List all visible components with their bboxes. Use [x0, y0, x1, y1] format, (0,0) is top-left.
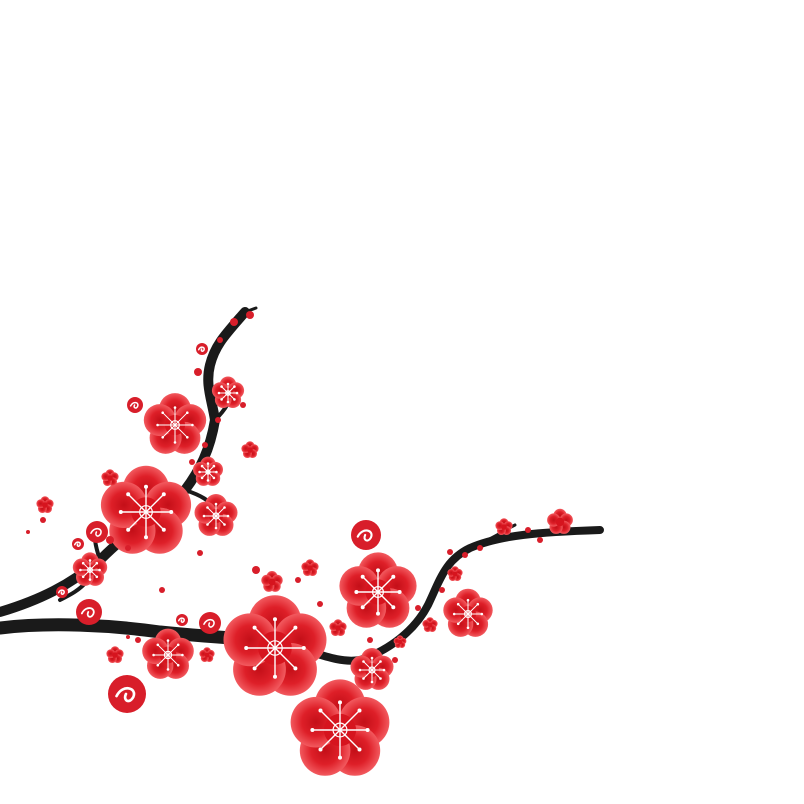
plum-blossom [443, 588, 493, 637]
plum-blossom [143, 393, 207, 454]
flower-bud [525, 527, 531, 533]
flower-bud [197, 550, 203, 556]
plum-blossom [290, 679, 390, 776]
flower-bud [392, 657, 398, 663]
flower-bud [215, 417, 221, 423]
flower-bud [477, 545, 483, 551]
flower-bud [126, 635, 130, 639]
plum-blossom [393, 635, 407, 648]
flower-bud [135, 637, 141, 643]
plum-blossom [547, 508, 573, 534]
swirl-bud [199, 612, 221, 634]
swirl-bud [72, 538, 84, 550]
swirl-bud [127, 397, 143, 413]
plum-blossom [194, 494, 238, 536]
flower-bud [462, 552, 468, 558]
flower-bud [246, 311, 254, 319]
plum-blossom [301, 559, 319, 576]
flower-bud [194, 368, 202, 376]
plum-blossom [142, 628, 194, 679]
swirl-bud [351, 520, 381, 550]
flower-bud [252, 566, 260, 574]
plum-blossom [100, 465, 192, 554]
plum-blossom [193, 456, 223, 486]
flower-bud [240, 402, 246, 408]
plum-blossom [106, 646, 124, 663]
blossoms [36, 376, 573, 776]
flower-bud [40, 517, 46, 523]
flower-bud [447, 549, 453, 555]
swirl-bud [108, 675, 146, 713]
flower-bud [26, 530, 30, 534]
plum-blossom [36, 496, 54, 513]
plum-blossom [422, 617, 438, 632]
flower-bud [537, 537, 543, 543]
flower-bud [415, 605, 421, 611]
trunk-base [0, 618, 269, 647]
flower-bud [106, 536, 114, 544]
plum-blossom [223, 595, 327, 696]
plum-blossom [447, 566, 463, 581]
twig-e [243, 306, 258, 314]
flower-bud [317, 601, 323, 607]
flower-bud [439, 587, 445, 593]
plum-blossom [495, 518, 513, 535]
flower-bud [295, 577, 301, 583]
swirl-bud [196, 343, 208, 355]
swirl-bud [176, 614, 188, 626]
plum-blossom [241, 441, 259, 458]
flower-bud [202, 442, 208, 448]
flower-bud [159, 587, 165, 593]
swirl-bud [56, 586, 68, 598]
swirl-buds [56, 343, 381, 713]
plum-blossom [329, 619, 347, 636]
flower-bud [189, 459, 195, 465]
plum-blossom [72, 552, 108, 586]
flower-bud [217, 337, 223, 343]
lower-branch [251, 526, 604, 665]
flower-bud [125, 545, 131, 551]
plum-blossom [339, 552, 417, 628]
plum-blossom [211, 376, 245, 409]
flower-bud [230, 318, 238, 326]
swirl-bud [86, 521, 108, 543]
flower-bud [367, 637, 373, 643]
buds [26, 311, 543, 663]
plum-blossom [101, 469, 119, 486]
plum-blossom [199, 647, 215, 662]
plum-blossom [350, 648, 394, 690]
swirl-bud [76, 599, 102, 625]
plum-blossom [261, 571, 283, 592]
